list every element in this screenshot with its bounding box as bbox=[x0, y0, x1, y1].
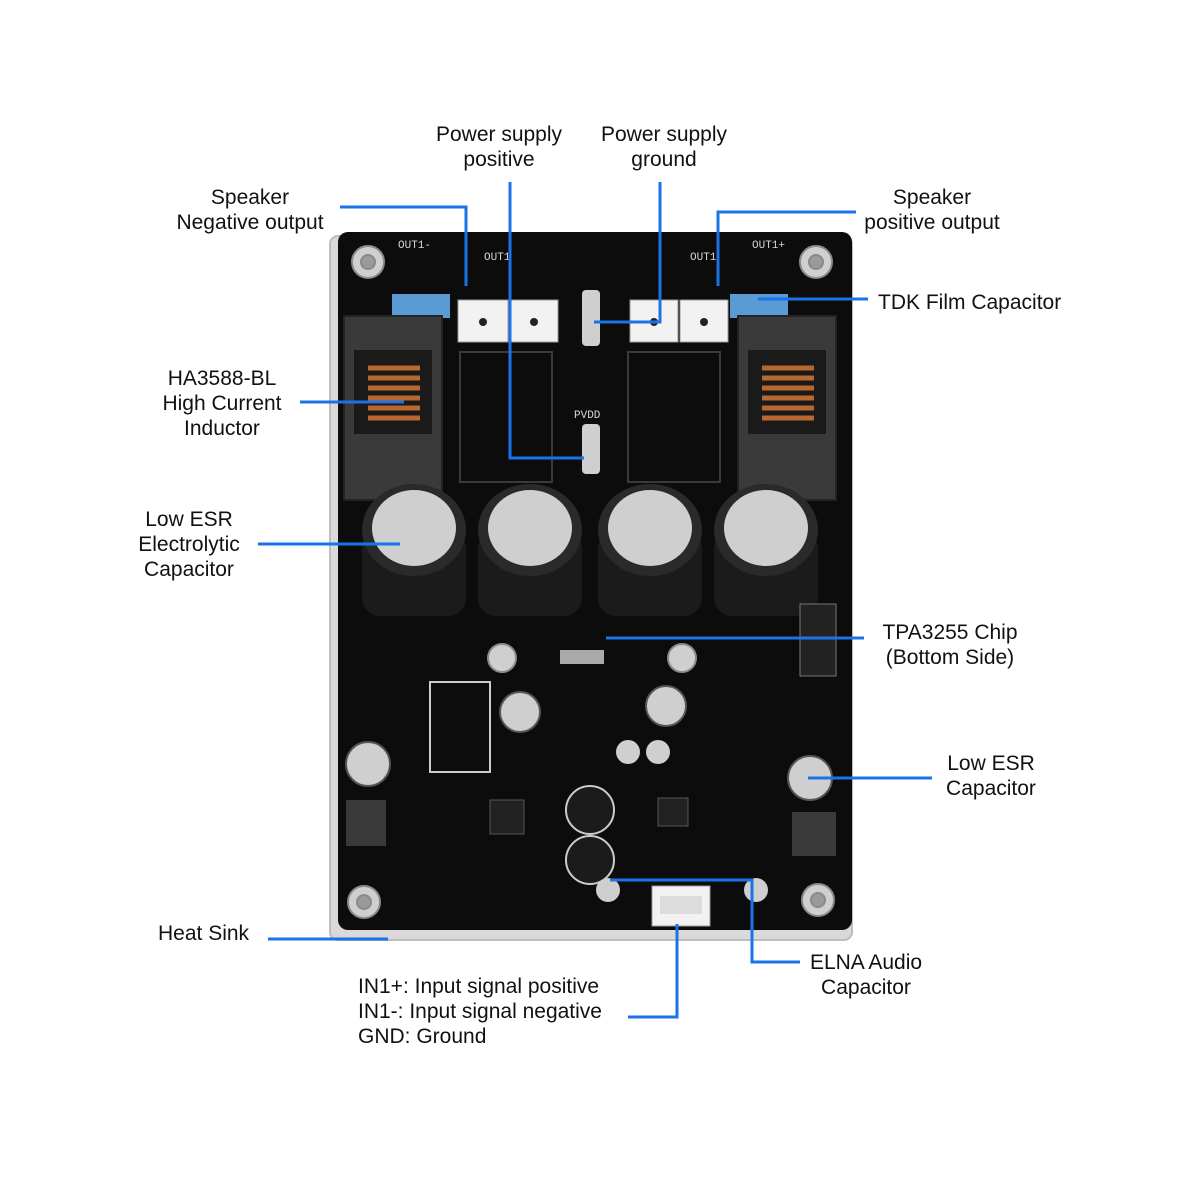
silk-out1-b: OUT1 bbox=[690, 252, 717, 264]
inductor-right bbox=[737, 315, 837, 501]
silk-out1-plus: OUT1+ bbox=[752, 240, 785, 252]
label-heat-sink: Heat Sink bbox=[158, 922, 250, 945]
leader-speaker-positive bbox=[716, 210, 856, 286]
small-components bbox=[345, 603, 837, 902]
mounting-holes bbox=[347, 245, 835, 919]
leader-elna bbox=[610, 878, 800, 964]
leader-speaker-negative bbox=[340, 205, 468, 286]
pcb-board bbox=[338, 232, 852, 930]
film-capacitor-left bbox=[392, 294, 450, 318]
silk-out1-minus: OUT1- bbox=[398, 240, 431, 252]
silk-out1-a: OUT1 bbox=[484, 252, 511, 264]
label-tdk-film: TDK Film Capacitor bbox=[878, 291, 1062, 314]
silk-pvdd: PVDD bbox=[574, 410, 601, 422]
inductor-left bbox=[343, 315, 443, 501]
leader-power-positive bbox=[508, 182, 584, 460]
label-tpa3255: TPA3255 Chip(Bottom Side) bbox=[882, 621, 1018, 669]
leader-input bbox=[628, 924, 679, 1019]
leader-power-ground bbox=[594, 182, 662, 324]
electrolytic-capacitors bbox=[362, 484, 818, 616]
leader-lines bbox=[258, 182, 932, 1019]
